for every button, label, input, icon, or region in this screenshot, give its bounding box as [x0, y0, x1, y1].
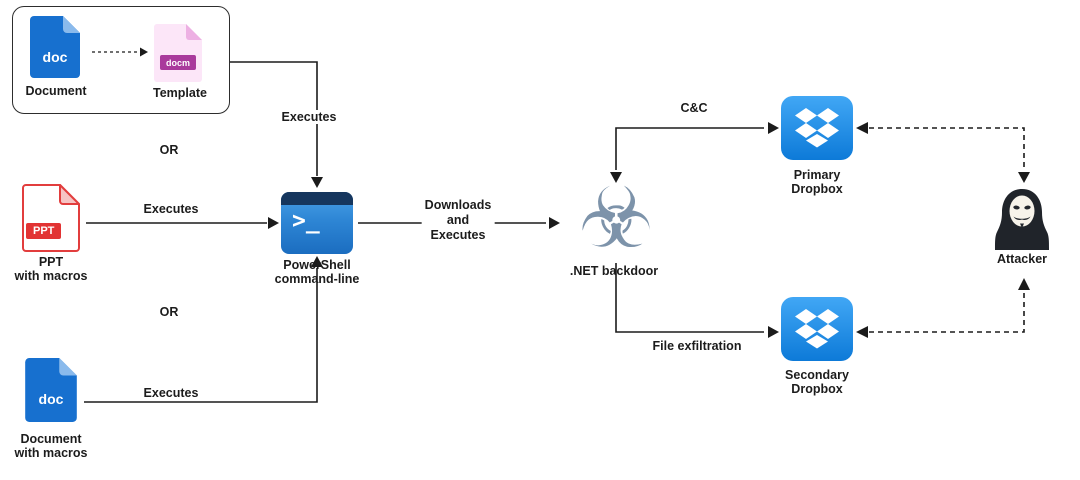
- attacker-icon: [994, 188, 1050, 250]
- primary-dropbox-label: Primary Dropbox: [791, 168, 842, 196]
- net-backdoor-label: .NET backdoor: [569, 264, 659, 278]
- document-macros-icon: doc: [25, 358, 77, 422]
- anonymous-mask-icon: [995, 189, 1049, 250]
- label-line: with macros: [14, 446, 88, 460]
- downloads-executes-label: Downloads and Executes: [421, 198, 495, 243]
- label-line: Dropbox: [791, 382, 843, 396]
- label-line: command-line: [274, 272, 360, 286]
- label-line: PowerShell: [283, 258, 351, 272]
- doc-file-label: doc: [42, 49, 68, 65]
- dropbox-icon: [781, 96, 853, 160]
- secondary-dropbox-icon: [781, 297, 853, 361]
- powershell-titlebar: [281, 192, 353, 205]
- document-label: Document: [25, 84, 87, 98]
- label-line: Document: [20, 432, 82, 446]
- arrowhead: [311, 177, 323, 188]
- template-label: Template: [153, 86, 207, 100]
- exfiltration-label: File exfiltration: [649, 339, 745, 353]
- ppt-label: PPT with macros: [15, 255, 88, 283]
- primary-dropbox-icon: [781, 96, 853, 160]
- doc-file-icon: [30, 16, 80, 78]
- executes-ppt-label: Executes: [140, 202, 202, 216]
- maldoc-group-box: [12, 6, 230, 114]
- arrowhead: [268, 217, 279, 229]
- edge-doc-to-powershell: [84, 268, 318, 403]
- edge-attacker-primary-dropbox: [869, 127, 1025, 170]
- secondary-dropbox-label: Secondary Dropbox: [785, 368, 849, 396]
- arrowhead: [856, 122, 868, 134]
- template-icon: docm: [154, 24, 202, 82]
- arrowhead: [768, 122, 779, 134]
- docm-file-label: docm: [159, 55, 197, 70]
- or-bottom-label: OR: [159, 305, 179, 319]
- arrowhead: [1018, 278, 1030, 290]
- document-icon: doc: [30, 16, 80, 78]
- arrowhead: [856, 326, 868, 338]
- dropbox-icon: [781, 297, 853, 361]
- edge-attacker-secondary-dropbox: [869, 291, 1025, 333]
- document-macros-label: Document with macros: [15, 432, 88, 460]
- label-line: Dropbox: [791, 182, 843, 196]
- label-line: Executes: [430, 228, 486, 242]
- ppt-file-label: PPT: [26, 223, 62, 239]
- powershell-label: PowerShell command-line: [275, 258, 360, 286]
- biohazard-icon: ☣: [578, 169, 654, 267]
- cnc-label: C&C: [677, 101, 711, 115]
- edge-backdoor-primary-dropbox: [615, 127, 764, 170]
- label-line: Primary: [793, 168, 841, 182]
- doc-file-icon: [25, 358, 77, 422]
- attacker-label: Attacker: [996, 252, 1048, 266]
- label-line: with macros: [14, 269, 88, 283]
- doc-file-label: doc: [38, 391, 64, 407]
- executes-doc-label: Executes: [140, 386, 202, 400]
- label-line: and: [446, 213, 470, 227]
- arrowhead: [549, 217, 560, 229]
- docm-file-icon: [154, 24, 202, 82]
- label-line: Downloads: [424, 198, 492, 212]
- terminal-prompt-icon: >_: [292, 208, 320, 234]
- label-line: PPT: [38, 255, 64, 269]
- powershell-icon: >_: [281, 192, 353, 254]
- arrowhead: [768, 326, 779, 338]
- ppt-file-icon: [22, 182, 82, 252]
- label-line: Secondary: [785, 368, 849, 382]
- arrowhead: [1018, 172, 1030, 183]
- or-top-label: OR: [159, 143, 179, 157]
- executes-template-label: Executes: [278, 110, 340, 124]
- ppt-icon: PPT: [22, 182, 82, 252]
